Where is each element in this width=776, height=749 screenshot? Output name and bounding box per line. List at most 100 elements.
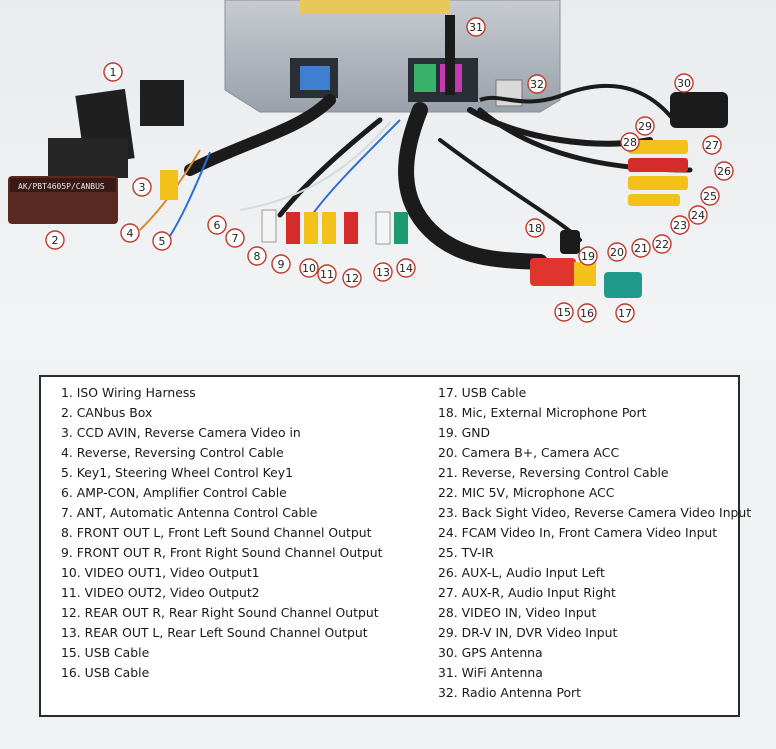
callout-number: 3 — [139, 181, 146, 194]
callout-circle — [299, 258, 319, 278]
callout-number: 7 — [232, 232, 239, 245]
legend-item: 2. CANbus Box — [61, 405, 153, 420]
callout-circle — [525, 218, 545, 238]
callout-circle — [103, 62, 123, 82]
iso-wiring-harness — [48, 80, 184, 178]
callout-circle — [225, 228, 245, 248]
canbus-box: AK/PBT4605P/CANBUS — [8, 176, 118, 224]
legend-item: 22. MIC 5V, Microphone ACC — [438, 485, 615, 500]
legend-item: 10. VIDEO OUT1, Video Output1 — [61, 565, 260, 580]
callout-number: 13 — [376, 266, 390, 279]
head-unit-back — [224, 0, 561, 113]
callout-circle — [635, 116, 655, 136]
callout-circle — [631, 238, 651, 258]
legend-item: 11. VIDEO OUT2, Video Output2 — [61, 585, 260, 600]
callout-circle — [152, 231, 172, 251]
legend-item: 9. FRONT OUT R, Front Right Sound Channe… — [61, 545, 383, 560]
callout-circle — [373, 262, 393, 282]
legend-item: 30. GPS Antenna — [438, 645, 543, 660]
legend-item: 4. Reverse, Reversing Control Cable — [61, 445, 284, 460]
legend-item: 15. USB Cable — [61, 645, 150, 660]
callout-circle — [317, 264, 337, 284]
callout-circle — [620, 132, 640, 152]
callout-number: 32 — [530, 78, 544, 91]
legend-item: 27. AUX-R, Audio Input Right — [438, 585, 616, 600]
legend-column-right: 17. USB Cable 18. Mic, External Microphon… — [438, 383, 751, 703]
callout-circle — [342, 268, 362, 288]
callout-circle — [578, 246, 598, 266]
callout-number: 1 — [110, 66, 117, 79]
legend-item: 28. VIDEO IN, Video Input — [438, 605, 597, 620]
callout-number: 27 — [705, 139, 719, 152]
rca-plugs — [160, 140, 688, 245]
legend-item: 13. REAR OUT L, Rear Left Sound Channel … — [61, 625, 368, 640]
callout-circle — [132, 177, 152, 197]
callout-number: 23 — [673, 219, 687, 232]
legend-item: 18. Mic, External Microphone Port — [438, 405, 647, 420]
callout-number: 26 — [717, 165, 731, 178]
usb-connectors — [530, 230, 642, 298]
callout-circle — [700, 186, 720, 206]
legend-item: 29. DR-V IN, DVR Video Input — [438, 625, 618, 640]
legend-item: 20. Camera B+, Camera ACC — [438, 445, 620, 460]
callout-circle — [674, 73, 694, 93]
gps-antenna — [479, 83, 728, 128]
legend-item: 32. Radio Antenna Port — [438, 685, 582, 700]
callout-number: 24 — [691, 209, 705, 222]
callout-circle — [466, 17, 486, 37]
canbus-box-label: AK/PBT4605P/CANBUS — [18, 182, 105, 191]
legend-item: 17. USB Cable — [438, 385, 527, 400]
legend-item: 21. Reverse, Reversing Control Cable — [438, 465, 669, 480]
callout-number: 22 — [655, 238, 669, 251]
callout-circle — [670, 215, 690, 235]
callout-circle — [652, 234, 672, 254]
legend-item: 31. WiFi Antenna — [438, 665, 543, 680]
callout-circle — [714, 161, 734, 181]
legend-item: 12. REAR OUT R, Rear Right Sound Channel… — [61, 605, 379, 620]
callout-number: 5 — [159, 235, 166, 248]
legend-item: 16. USB Cable — [61, 665, 150, 680]
legend-item: 5. Key1, Steering Wheel Control Key1 — [61, 465, 293, 480]
callout-number: 28 — [623, 136, 637, 149]
legend-item: 19. GND — [438, 425, 491, 440]
callout-circle — [577, 303, 597, 323]
callout-number: 21 — [634, 242, 648, 255]
legend-item: 26. AUX-L, Audio Input Left — [438, 565, 605, 580]
callout-number: 30 — [677, 77, 691, 90]
legend-item: 3. CCD AVIN, Reverse Camera Video in — [61, 425, 301, 440]
legend-item: 1. ISO Wiring Harness — [61, 385, 196, 400]
callout-number: 18 — [528, 222, 542, 235]
callout-number: 6 — [214, 219, 221, 232]
callout-number: 16 — [580, 307, 594, 320]
callout-number: 31 — [469, 21, 483, 34]
callout-number: 15 — [557, 306, 571, 319]
callout-circle — [247, 246, 267, 266]
callout-number: 8 — [254, 250, 261, 263]
callout-number: 10 — [302, 262, 316, 275]
callout-circle — [615, 303, 635, 323]
callout-number: 12 — [345, 272, 359, 285]
callout-number: 14 — [399, 262, 413, 275]
callout-number: 29 — [638, 120, 652, 133]
callout-circle — [271, 254, 291, 274]
legend-item: 25. TV-IR — [438, 545, 494, 560]
legend-item: 8. FRONT OUT L, Front Left Sound Channel… — [61, 525, 372, 540]
callout-number: 17 — [618, 307, 632, 320]
callout-circle — [45, 230, 65, 250]
legend-box: 1. ISO Wiring Harness 2. CANbus Box 3. CCD… — [39, 375, 751, 717]
callout-number: 2 — [52, 234, 59, 247]
callout-number: 11 — [320, 268, 334, 281]
callout-number: 9 — [278, 258, 285, 271]
callout-circle — [702, 135, 722, 155]
callout-circle — [554, 302, 574, 322]
callout-circle — [120, 223, 140, 243]
callout-circle — [527, 74, 547, 94]
legend-item: 23. Back Sight Video, Reverse Camera Vid… — [438, 505, 752, 520]
callout-number: 20 — [610, 246, 624, 259]
callout-circle — [396, 258, 416, 278]
callout-circle — [607, 242, 627, 262]
callout-number: 19 — [581, 250, 595, 263]
callout-number: 25 — [703, 190, 717, 203]
